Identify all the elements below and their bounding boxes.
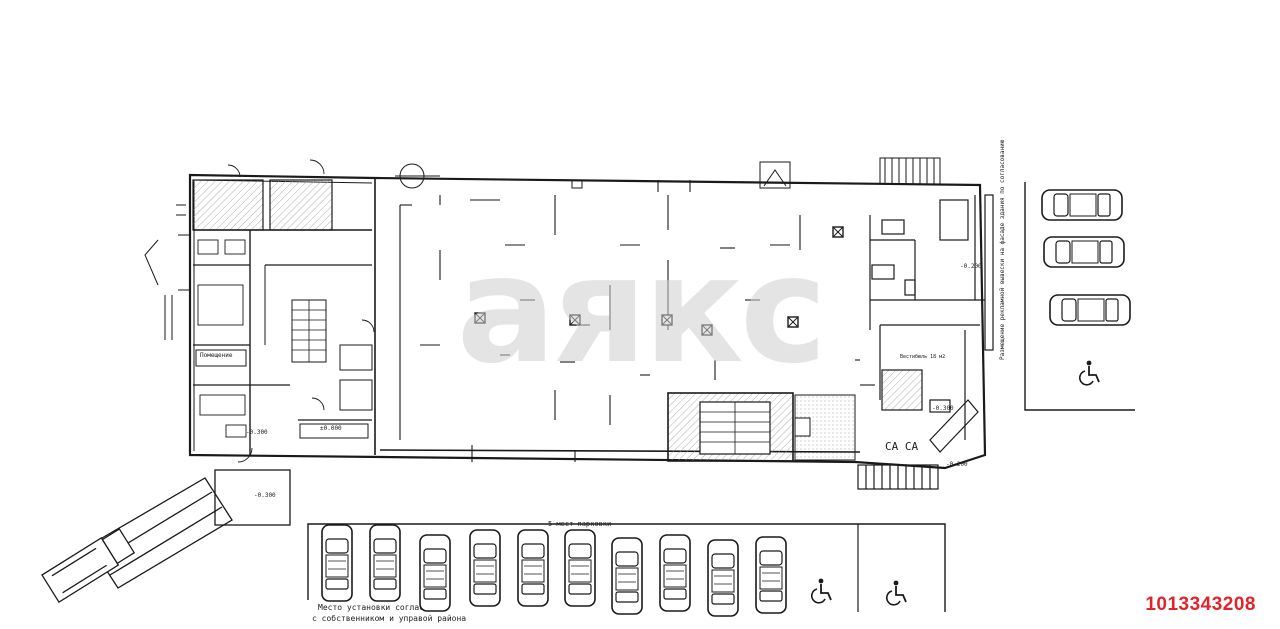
elevation-mark: -0.300 bbox=[932, 405, 954, 412]
car-icon bbox=[611, 537, 643, 615]
car-icon bbox=[1049, 294, 1131, 326]
car-icon bbox=[469, 529, 501, 607]
service-block bbox=[192, 159, 375, 463]
car-icon bbox=[755, 536, 787, 614]
car-icon bbox=[517, 529, 549, 607]
right-parking-lot bbox=[1024, 182, 1135, 411]
main-hall bbox=[379, 180, 875, 462]
elevation-mark: ±0.000 bbox=[320, 425, 342, 432]
car-icon bbox=[369, 524, 401, 602]
structural-columns bbox=[474, 226, 844, 336]
right-wing bbox=[857, 194, 994, 490]
left-entrance-steps bbox=[144, 204, 191, 340]
car-icon bbox=[659, 534, 691, 612]
car-icon bbox=[321, 524, 353, 602]
car-icon bbox=[564, 529, 596, 607]
car-icon bbox=[1043, 236, 1125, 268]
parking-note-bottom: с собственником и управой района bbox=[312, 613, 466, 623]
bottom-parking-lot bbox=[307, 523, 946, 617]
wheelchair-icon bbox=[810, 577, 832, 604]
room-label: Помещение bbox=[200, 352, 233, 359]
car-icon bbox=[419, 534, 451, 612]
loading-ramp bbox=[41, 469, 291, 604]
wheelchair-icon bbox=[885, 579, 907, 606]
elevation-mark: -0.300 bbox=[254, 492, 276, 499]
car-icon bbox=[1041, 189, 1123, 221]
vertical-note: Размещение рекламной вывески на фасаде з… bbox=[999, 139, 1006, 360]
car-icon bbox=[707, 539, 739, 617]
room-label: Вестибюль 18 м2 bbox=[900, 353, 945, 360]
elevation-mark: -0.200 bbox=[946, 461, 968, 468]
elevation-mark: -0.300 bbox=[246, 429, 268, 436]
wheelchair-icon bbox=[1078, 359, 1100, 386]
top-entrances bbox=[395, 157, 941, 189]
elevation-mark: -0.200 bbox=[960, 263, 982, 270]
staircase bbox=[667, 392, 856, 462]
listing-id: 1013343208 bbox=[1145, 594, 1256, 615]
parking-note-bottom: Место установки согласовано bbox=[318, 603, 448, 612]
accessible-room-label: СА СА bbox=[885, 440, 918, 453]
